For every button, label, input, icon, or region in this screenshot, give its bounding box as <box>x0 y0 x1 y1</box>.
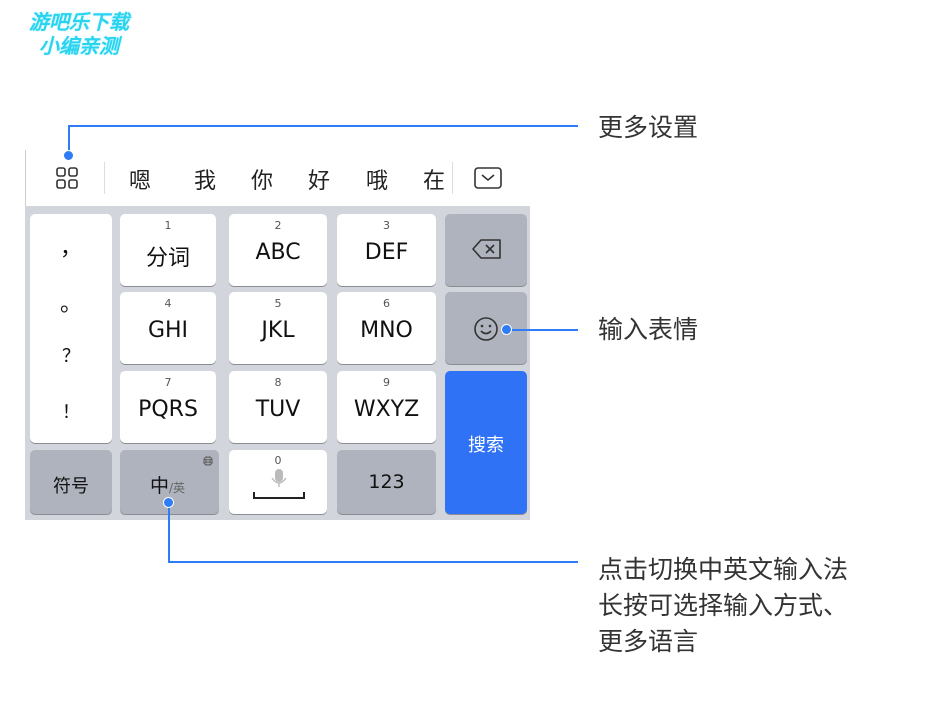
divider <box>104 162 105 194</box>
candidate-word[interactable]: 好 <box>308 169 331 194</box>
key-number: 3 <box>383 219 390 232</box>
candidate-word[interactable]: 你 <box>251 169 274 194</box>
period-key[interactable]: 。 <box>59 292 82 317</box>
candidate-word[interactable]: 我 <box>194 169 217 194</box>
numbers-key[interactable]: 123 <box>337 450 436 514</box>
microphone-space-icon <box>253 469 305 499</box>
search-key[interactable]: 搜索 <box>445 371 527 514</box>
annotation-line: 更多语言 <box>598 627 699 656</box>
key-label: PQRS <box>138 397 198 422</box>
callout-line <box>168 561 578 563</box>
key-number: 6 <box>383 297 390 310</box>
key-number: 0 <box>274 454 282 467</box>
numbers-label: 123 <box>368 471 405 493</box>
key-number: 2 <box>274 219 282 232</box>
annotation-more-settings: 更多设置 <box>598 113 699 142</box>
callout-dot <box>163 497 174 508</box>
comma-key[interactable]: ， <box>59 236 82 261</box>
key-number: 7 <box>164 376 172 389</box>
annotation-emoji: 输入表情 <box>598 315 699 344</box>
key-label: MNO <box>360 318 413 343</box>
callout-dot <box>501 324 512 335</box>
english-label: /英 <box>169 481 186 495</box>
annotation-line: 长按可选择输入方式、 <box>598 591 849 620</box>
question-key[interactable]: ？ <box>62 346 80 367</box>
key-label: 分词 <box>145 246 190 271</box>
emoji-key[interactable] <box>445 292 527 364</box>
key-number: 5 <box>274 297 282 310</box>
annotation-line: 点击切换中英文输入法 <box>598 555 849 584</box>
globe-icon <box>203 456 213 466</box>
space-key[interactable]: 0 <box>229 450 327 514</box>
smiley-icon <box>474 317 498 341</box>
candidate-word[interactable]: 在 <box>423 169 446 194</box>
punctuation-column[interactable]: ， 。 ？ ！ <box>30 214 112 443</box>
key-label: JKL <box>261 318 295 343</box>
symbols-label: 符号 <box>53 476 89 497</box>
key-number: 9 <box>383 376 390 389</box>
callout-line <box>68 125 70 155</box>
key-label: TUV <box>255 397 301 422</box>
symbols-key[interactable]: 符号 <box>30 450 112 514</box>
callout-dot <box>63 150 74 161</box>
key-label: ABC <box>255 240 301 265</box>
watermark-logo: 游吧乐下载小编亲测 <box>29 10 129 58</box>
candidate-bar <box>25 150 531 206</box>
divider <box>452 162 453 194</box>
key-label: GHI <box>147 318 189 343</box>
key-1[interactable]: 1 分词 <box>120 214 216 286</box>
search-label: 搜索 <box>468 435 504 456</box>
callout-line <box>168 503 170 563</box>
backspace-icon <box>472 239 501 259</box>
key-number: 1 <box>164 219 172 232</box>
candidate-word[interactable]: 哦 <box>366 169 389 194</box>
candidate-word[interactable]: 嗯 <box>129 169 152 194</box>
annotation-switch: 点击切换中英文输入法 长按可选择输入方式、 更多语言 <box>598 552 848 660</box>
key-label: WXYZ <box>353 397 420 422</box>
exclamation-key[interactable]: ！ <box>62 402 80 423</box>
callout-line <box>68 125 578 127</box>
chinese-label: 中 <box>150 475 170 497</box>
backspace-key[interactable] <box>445 214 527 286</box>
collapse-chevron-icon[interactable] <box>474 167 502 189</box>
grid-menu-icon[interactable] <box>56 167 80 191</box>
key-number: 4 <box>164 297 172 310</box>
key-label: DEF <box>364 240 409 265</box>
key-number: 8 <box>274 376 282 389</box>
callout-line <box>508 329 578 331</box>
